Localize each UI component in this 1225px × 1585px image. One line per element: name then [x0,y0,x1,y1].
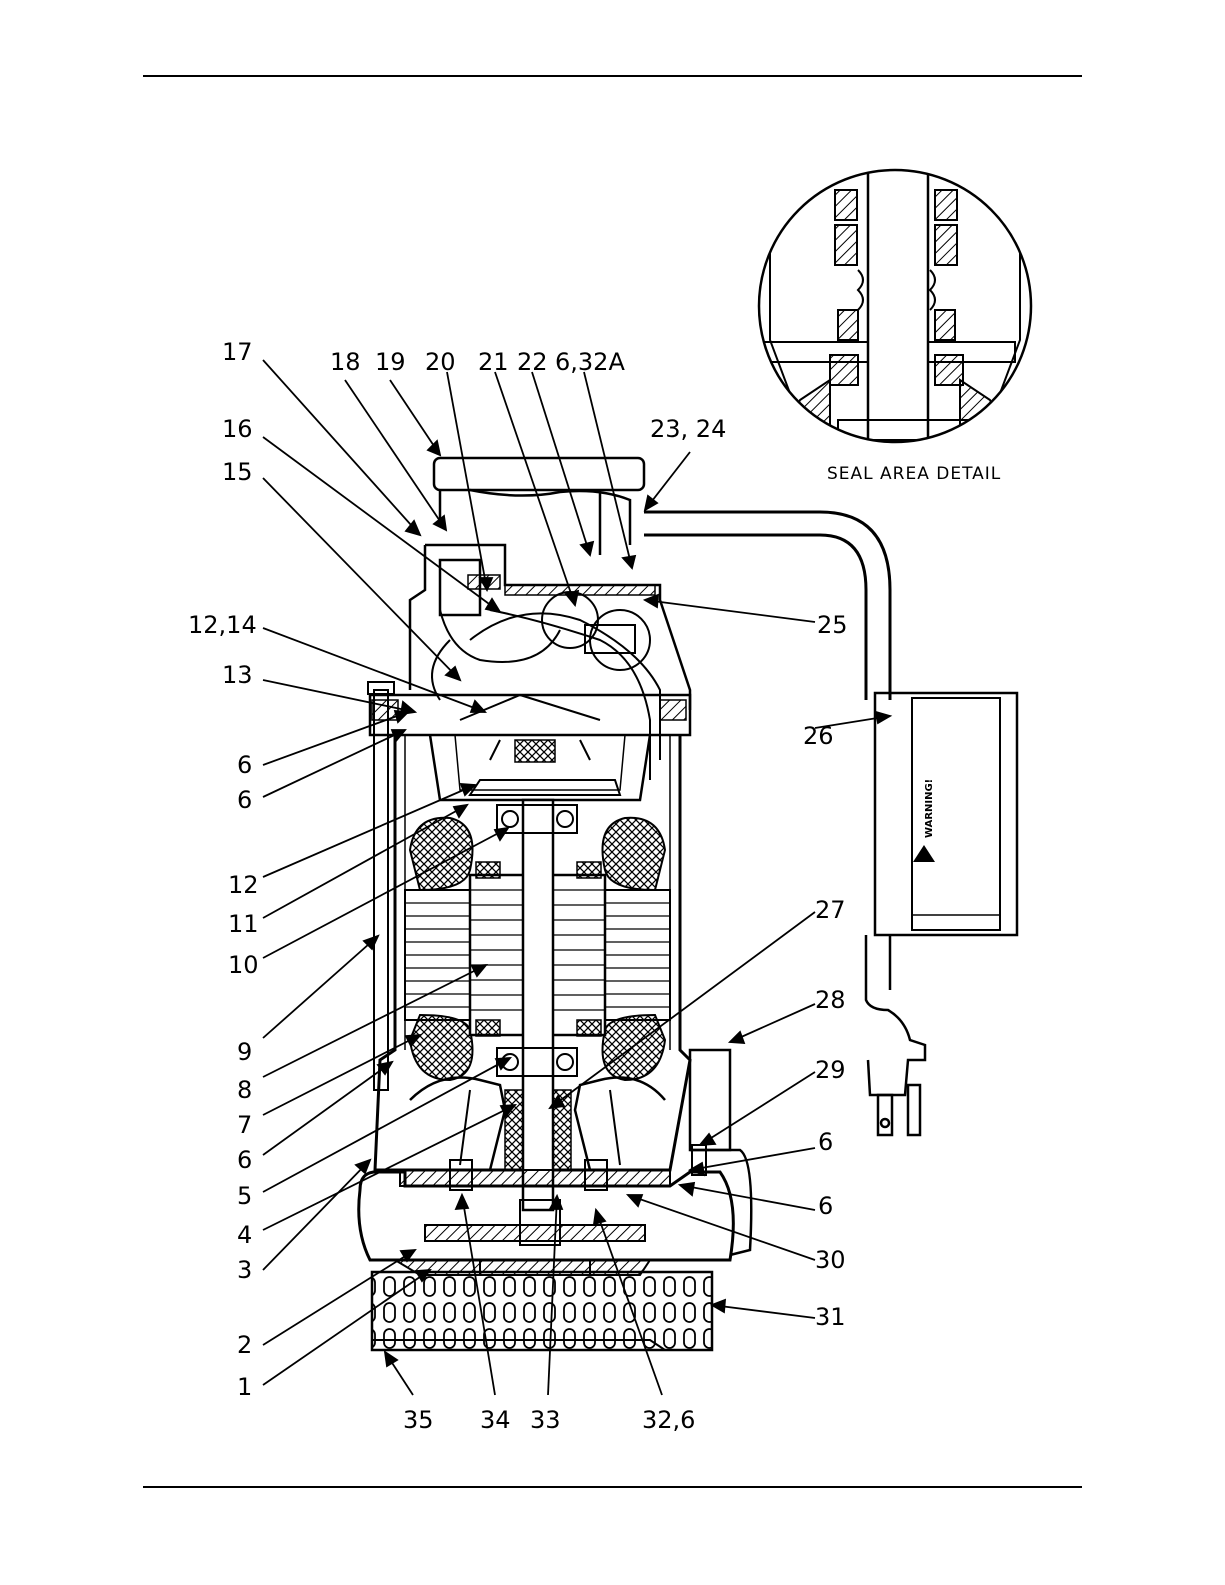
lower-winding-right [603,1015,666,1080]
seal-detail-title: SEAL AREA DETAIL [827,464,1001,484]
callout-12-14: 12,14 [188,611,257,639]
callout-6b: 6 [237,786,252,814]
callout-6-32a: 6,32A [555,348,625,376]
callout-17: 17 [222,338,253,366]
callout-2: 2 [237,1331,252,1359]
callout-20: 20 [425,348,456,376]
strainer [372,1272,712,1350]
callout-23-24: 23, 24 [650,415,726,443]
callout-6a: 6 [237,751,252,779]
impeller [425,1225,645,1241]
callout-4: 4 [237,1221,252,1249]
callout-25: 25 [817,611,848,639]
callout-33: 33 [530,1406,561,1434]
callout-10: 10 [228,951,259,979]
callout-13: 13 [222,661,253,689]
upper-winding-right [603,818,666,890]
callout-22: 22 [517,348,548,376]
callout-18: 18 [330,348,361,376]
callout-21: 21 [478,348,509,376]
callout-3: 3 [237,1256,252,1284]
callout-9: 9 [237,1038,252,1066]
callout-16: 16 [222,415,253,443]
callout-6d: 6 [237,1146,252,1174]
callout-28: 28 [815,986,846,1014]
warning-label: WARNING! [924,779,935,838]
seal-area-detail: SEAL AREA DETAIL [759,150,1031,484]
upper-winding-left [410,818,473,890]
callout-6c: 6 [818,1128,833,1156]
shaft [523,800,553,1210]
lower-winding-left [410,1015,473,1080]
callout-6e: 6 [818,1192,833,1220]
callout-19: 19 [375,348,406,376]
callout-32-6: 32,6 [642,1406,695,1434]
callout-15: 15 [222,458,253,486]
warning-tag: WARNING! [875,693,1017,935]
callout-27: 27 [815,896,846,924]
pump-assembly [359,458,890,1350]
callout-34: 34 [480,1406,511,1434]
power-cord-plug [866,935,925,1135]
callout-7: 7 [237,1111,252,1139]
callout-12: 12 [228,871,259,899]
callout-1: 1 [237,1373,252,1401]
callout-5: 5 [237,1182,252,1210]
callout-11: 11 [228,910,259,938]
callout-35: 35 [403,1406,434,1434]
callout-26: 26 [803,722,834,750]
callout-30: 30 [815,1246,846,1274]
callout-31: 31 [815,1303,846,1331]
callout-8: 8 [237,1076,252,1104]
long-bolt [374,690,388,1090]
callout-29: 29 [815,1056,846,1084]
